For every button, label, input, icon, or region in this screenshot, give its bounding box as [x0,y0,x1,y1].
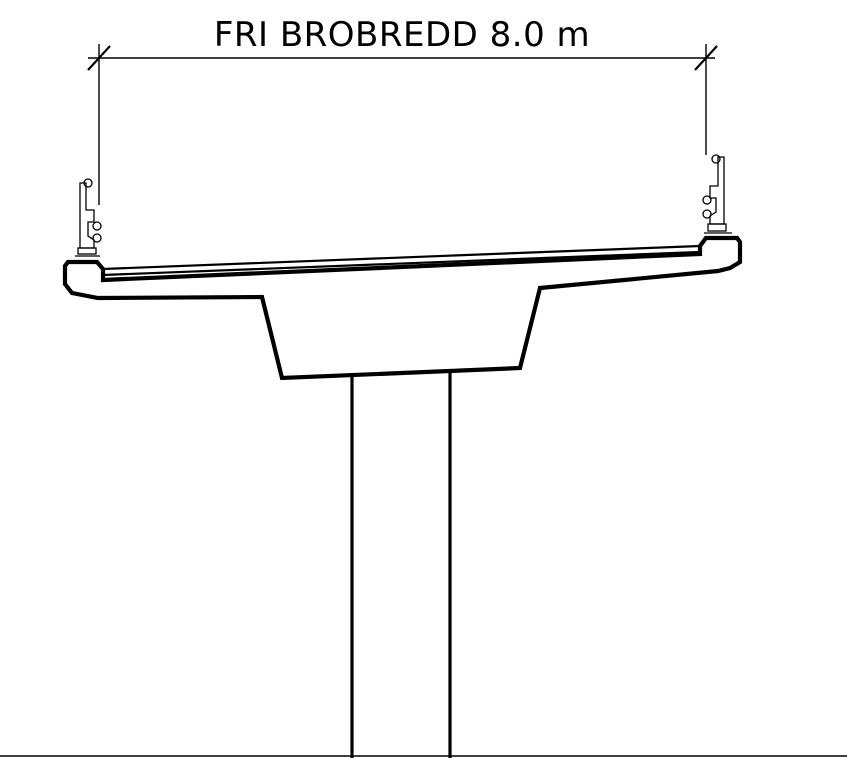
bridge-deck-outline [62,235,743,381]
pier-column [350,372,452,758]
dimension-label: FRI BROBREDD 8.0 m [214,15,590,55]
left-railing [75,178,102,257]
right-railing [702,154,732,234]
road-surface [102,244,701,277]
dimension-line [87,44,718,205]
